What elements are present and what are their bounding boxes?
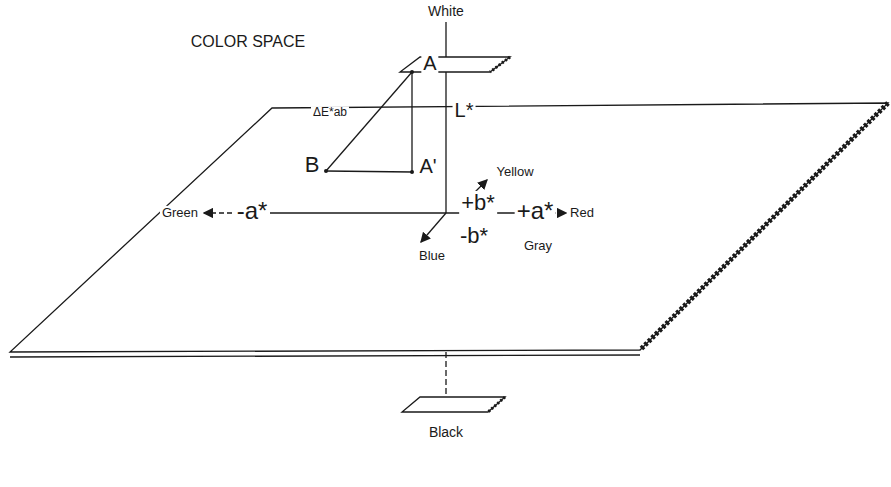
diagram-title-label: COLOR SPACE [189,33,307,51]
axis-label: L* [453,99,476,121]
axis-end-label: White [426,4,466,19]
black-plane [402,397,505,412]
white-plane [400,57,510,72]
color-label: Blue [417,249,447,263]
plane-hatch [640,103,888,350]
delta-e-line [326,72,412,171]
axis-label: +a* [515,198,556,224]
color-label: Gray [522,239,554,253]
color-label: Yellow [494,165,535,179]
point-a [410,70,414,74]
b-line [326,171,412,172]
point-label: B [303,153,322,177]
delta-label: ΔE*ab [311,106,349,119]
axis-end-label: Black [427,425,465,440]
plane-edge [10,355,640,357]
l-axis [445,22,446,57]
point-label: A [421,52,438,74]
color-label: Red [568,206,596,220]
axis-label: -b* [458,224,490,248]
color-label: Green [160,206,200,220]
axis-label: -a* [235,198,270,224]
drop-line [411,72,412,172]
blue-arrow [421,213,446,242]
point-b [324,169,328,173]
l-axis [445,72,446,213]
green-arrow [204,212,232,213]
ab-plane [10,103,888,352]
l-axis [445,352,446,397]
point-a-prime [410,170,414,174]
axis-label: +b* [459,191,497,215]
point-label: A' [417,155,438,177]
